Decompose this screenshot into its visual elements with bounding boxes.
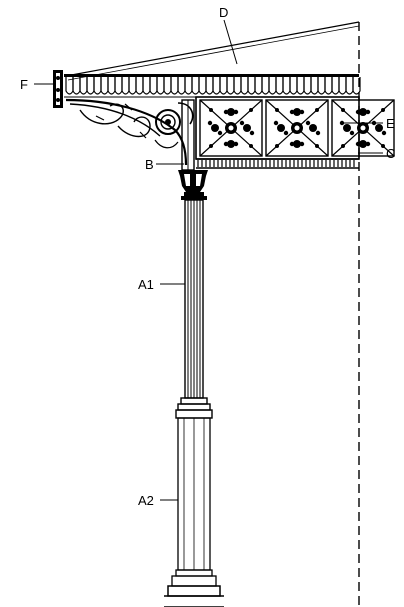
- scallop: [135, 77, 144, 95]
- scallop: [79, 77, 88, 95]
- scallop: [121, 77, 130, 95]
- lattice-panel: [199, 99, 263, 157]
- scallop: [226, 77, 235, 95]
- scallop: [100, 77, 109, 95]
- scallop: [198, 77, 207, 95]
- scallop: [289, 77, 298, 95]
- scallop: [191, 77, 200, 95]
- leader-lines: [34, 19, 383, 501]
- scallop: [303, 77, 312, 95]
- label-d: D: [219, 5, 228, 20]
- column-capital: [178, 170, 208, 200]
- scallop: [128, 77, 137, 95]
- scallop: [352, 77, 361, 95]
- valance-strip: [196, 158, 359, 169]
- lattice-panels: [195, 96, 395, 160]
- scallop: [212, 77, 221, 95]
- scallop: [345, 77, 354, 95]
- label-c: C: [386, 146, 395, 161]
- scallop: [142, 77, 151, 95]
- column-shaft: [184, 199, 204, 399]
- column-pedestal: [164, 417, 224, 607]
- scallop: [86, 77, 95, 95]
- scallop: [310, 77, 319, 95]
- scallop: [177, 77, 186, 95]
- scallop: [247, 77, 256, 95]
- scallop: [338, 77, 347, 95]
- scallop: [205, 77, 214, 95]
- scallop: [184, 77, 193, 95]
- scallop: [163, 77, 172, 95]
- scallop: [149, 77, 158, 95]
- scallop: [254, 77, 263, 95]
- scallop: [156, 77, 165, 95]
- label-b: B: [145, 157, 154, 172]
- scallop: [170, 77, 179, 95]
- scallop: [219, 77, 228, 95]
- scallop: [282, 77, 291, 95]
- label-f: F: [20, 77, 28, 92]
- shaft-base-moulding: [175, 397, 213, 419]
- finial-ornament: [53, 70, 63, 108]
- scallop: [268, 77, 277, 95]
- scallop: [107, 77, 116, 95]
- scallop: [261, 77, 270, 95]
- scroll-bracket: [65, 98, 195, 171]
- scallop: [114, 77, 123, 95]
- label-e: E: [386, 116, 395, 131]
- scallop: [240, 77, 249, 95]
- lattice-panel: [331, 99, 395, 157]
- scallop: [331, 77, 340, 95]
- scallop: [324, 77, 333, 95]
- scallop: [72, 77, 81, 95]
- scallop: [275, 77, 284, 95]
- scallop: [317, 77, 326, 95]
- label-a2: A2: [138, 493, 154, 508]
- scallop: [233, 77, 242, 95]
- eaves-fascia: [64, 74, 361, 98]
- scallop: [93, 77, 102, 95]
- lattice-panel: [265, 99, 329, 157]
- label-a1: A1: [138, 277, 154, 292]
- scallop: [296, 77, 305, 95]
